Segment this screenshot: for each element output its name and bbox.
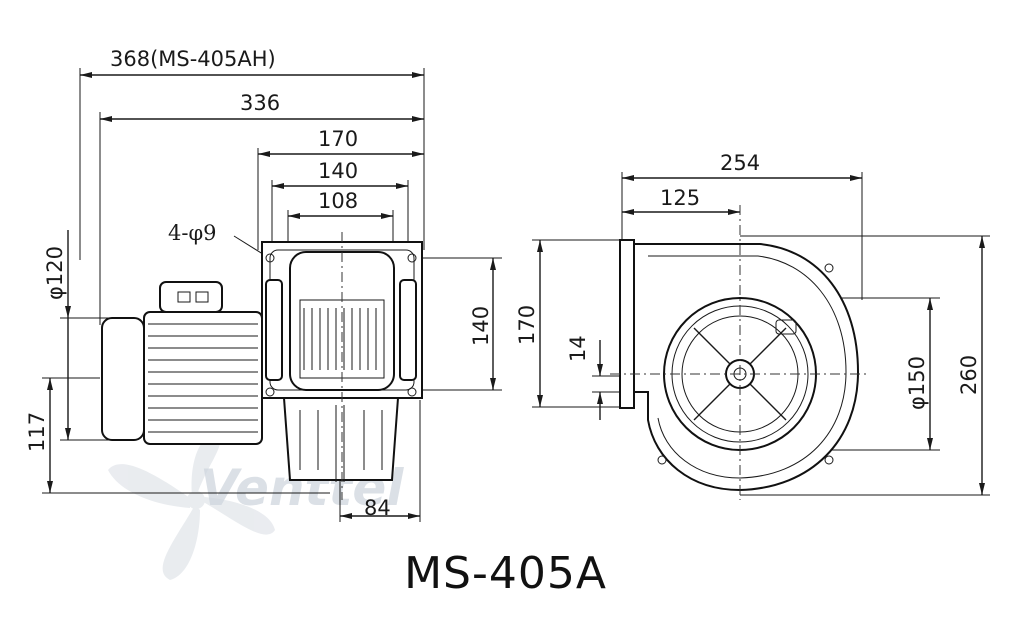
blower-casing-side [610, 205, 870, 500]
dim-side-height-total [740, 235, 990, 496]
dim-side-height-left [532, 239, 625, 408]
dim-side-offset [622, 209, 740, 215]
dim-flange-outer [257, 148, 424, 250]
bolt-holes-leader [233, 235, 267, 257]
dim-overall-ah [79, 68, 425, 260]
dim-side-small-label: 14 [566, 335, 590, 362]
dim-flange-inner-label: 108 [318, 189, 358, 213]
dim-side-height-total-label: 260 [957, 355, 981, 395]
dim-side-height-left-label: 170 [515, 305, 539, 345]
dim-flange-mid-label: 140 [318, 159, 358, 183]
dim-motor-diameter-label: φ120 [43, 246, 67, 300]
bolt-holes-label: 4-φ9 [168, 221, 217, 245]
watermark-fan-logo [108, 432, 275, 580]
dim-overall-label: 336 [240, 91, 280, 115]
dim-flange-outer-label: 170 [318, 127, 358, 151]
dim-overall-ah-label: 368(MS-405AH) [110, 47, 276, 71]
dim-flange-mid [271, 180, 409, 250]
motor-body [101, 311, 263, 445]
dim-flange-height [420, 257, 502, 391]
blower-casing-front [261, 232, 423, 500]
dim-side-offset-label: 125 [660, 186, 700, 210]
terminal-box [159, 281, 223, 313]
dim-side-width-label: 254 [720, 151, 760, 175]
dim-shaft-height-label: 117 [25, 412, 49, 452]
model-name: MS-405A [404, 548, 607, 599]
dim-outlet-depth-label: 84 [364, 496, 391, 520]
dim-overall [99, 112, 424, 325]
dim-flange-height-label: 140 [469, 306, 493, 346]
dim-inlet-diameter-label: φ150 [905, 356, 929, 410]
dim-motor-diameter [60, 230, 110, 441]
dim-shaft-height [42, 377, 330, 494]
